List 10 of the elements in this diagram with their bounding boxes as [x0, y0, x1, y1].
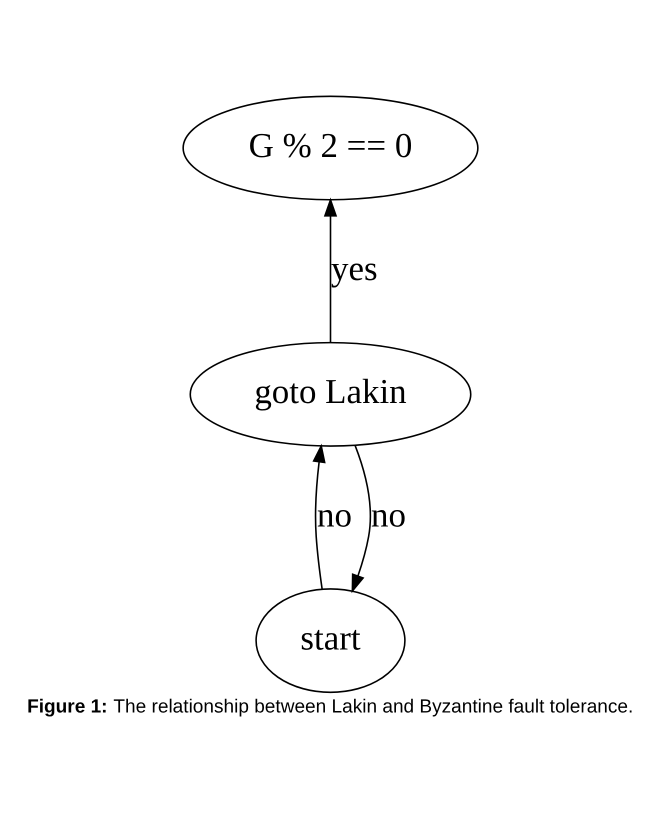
node-ellipse: goto Lakin — [189, 341, 472, 446]
caption: Figure 1: The relationship between Lakin and Byzantine fault tolerance. — [27, 696, 634, 717]
arrow — [352, 444, 372, 593]
arrow — [324, 197, 338, 342]
node-ellipse: G % 2 == 0 — [182, 95, 479, 200]
edge-label: no — [317, 494, 352, 534]
edge-label: no — [371, 494, 406, 534]
edge-label: yes — [331, 248, 378, 288]
arrow — [312, 443, 326, 589]
node-ellipse: start — [255, 588, 406, 693]
